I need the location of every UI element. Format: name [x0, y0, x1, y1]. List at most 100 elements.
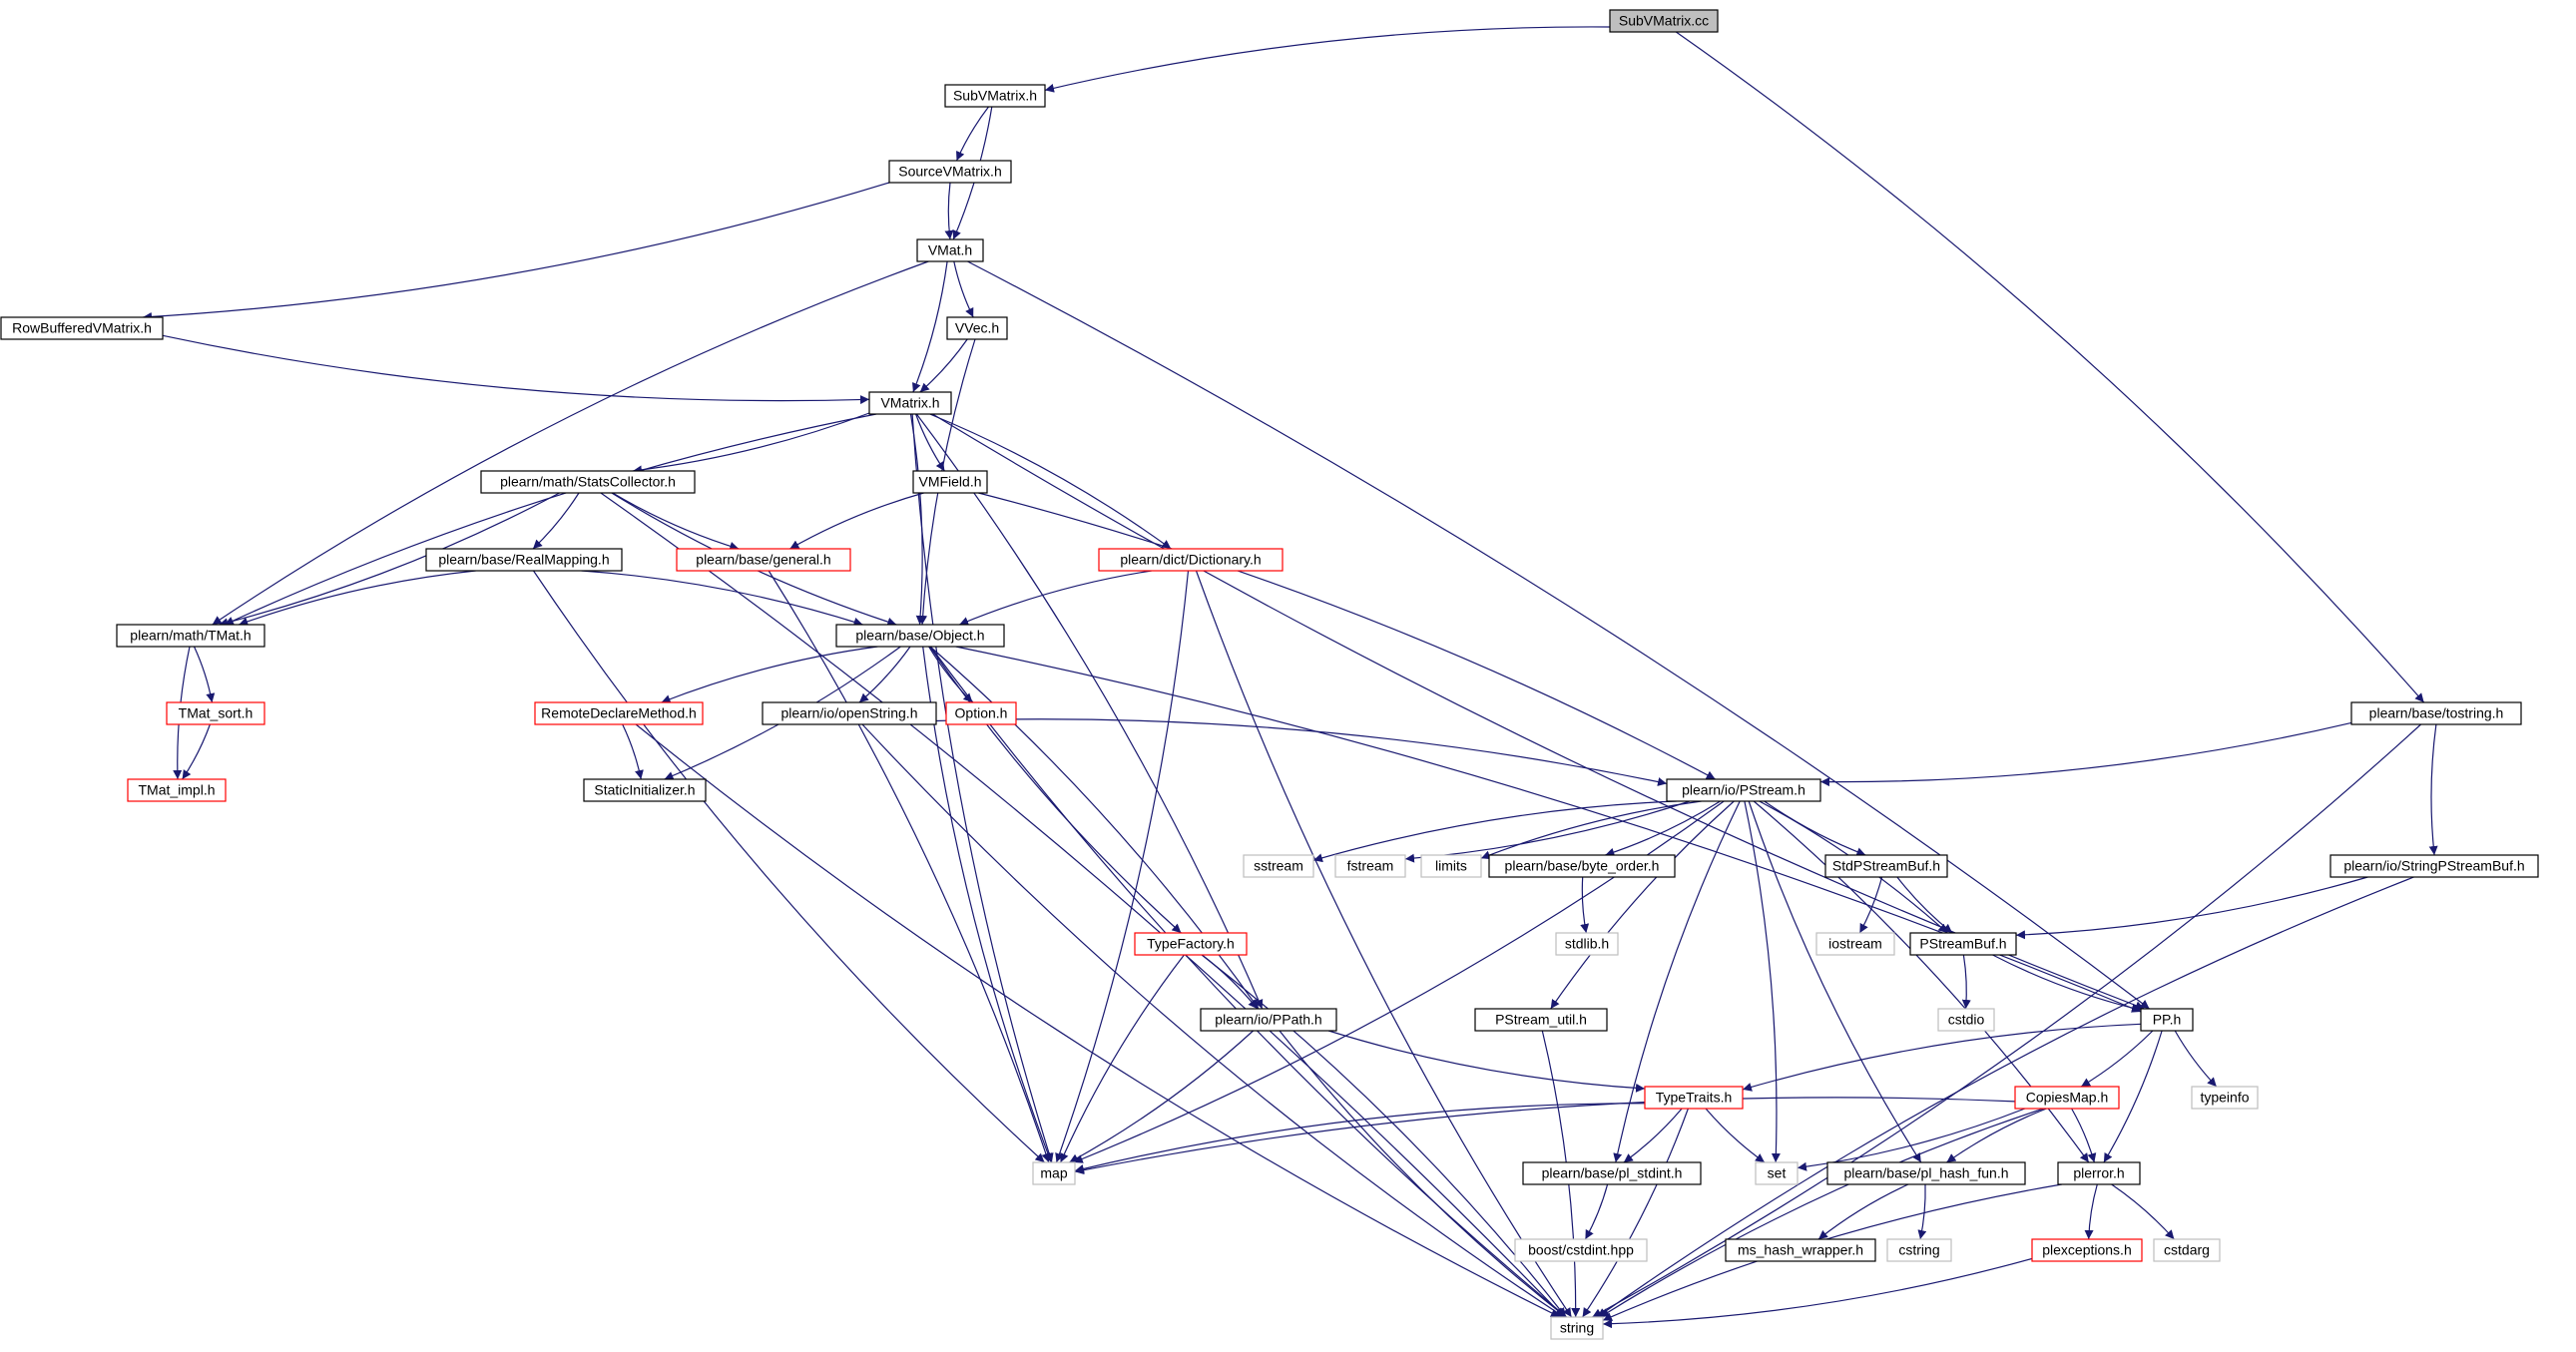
node-map[interactable]: map [1032, 1161, 1076, 1185]
edge-rowbuffered_h-to-vmatrix_h [162, 334, 870, 405]
nodes-layer: SubVMatrix.ccSubVMatrix.hSourceVMatrix.h… [0, 9, 2539, 1340]
node-cstdarg[interactable]: cstdarg [2153, 1238, 2221, 1262]
node-label: plearn/base/general.h [696, 552, 830, 568]
node-tmat-impl-h[interactable]: TMat_impl.h [127, 778, 227, 802]
node-label: plearn/base/byte_order.h [1505, 858, 1660, 874]
node-stringpstreambuf-h[interactable]: plearn/io/StringPStreamBuf.h [2329, 854, 2539, 878]
node-vvec-h[interactable]: VVec.h [946, 316, 1008, 340]
edge-subvmatrix_cc-to-tostring_h [1675, 31, 2425, 703]
node-typetraits-h[interactable]: TypeTraits.h [1644, 1086, 1744, 1110]
node-string[interactable]: string [1550, 1316, 1604, 1340]
node-box [1420, 854, 1482, 878]
node-vmatrix-h[interactable]: VMatrix.h [868, 391, 952, 415]
node-box [2140, 1008, 2194, 1032]
node-box [1609, 9, 1719, 33]
node-pl-stdint-h[interactable]: plearn/base/pl_stdint.h [1522, 1161, 1702, 1185]
edge-tmat_h-to-tmat_sort_h [193, 646, 216, 703]
edge-tostring_h-to-pstream_h [1819, 721, 2352, 787]
node-boost-cstdint[interactable]: boost/cstdint.hpp [1514, 1238, 1648, 1262]
edge-object_h-to-option_h [928, 646, 973, 703]
edge-pl_hash_fun_h-to-cstring [1917, 1183, 1927, 1240]
node-pstream-h[interactable]: plearn/io/PStream.h [1666, 778, 1821, 802]
node-box [1824, 854, 1948, 878]
node-label: PStreamBuf.h [1919, 936, 2006, 952]
node-box [1200, 1008, 1337, 1032]
edge-dictionary_h-to-string [1195, 570, 1573, 1318]
node-label: sstream [1254, 858, 1303, 874]
node-box [1755, 1161, 1799, 1185]
node-sourcevmatrix-h[interactable]: SourceVMatrix.h [888, 160, 1012, 184]
edge-pstream_h-to-set [1744, 800, 1781, 1163]
node-statscollector-h[interactable]: plearn/math/StatsCollector.h [480, 470, 696, 494]
node-plexceptions-h[interactable]: plexceptions.h [2031, 1238, 2143, 1262]
edge-plerror_h-to-plexceptions_h [2084, 1183, 2098, 1240]
node-tmat-sort-h[interactable]: TMat_sort.h [166, 701, 265, 725]
node-box [1826, 1161, 2026, 1185]
node-label: PStream_util.h [1495, 1012, 1587, 1028]
edge-vmatrix_h-to-pp_h [932, 413, 2145, 1010]
edge-typetraits_h-to-pl_stdint_h [1623, 1108, 1683, 1163]
node-box [835, 624, 1005, 648]
node-subvmatrix-h[interactable]: SubVMatrix.h [944, 84, 1046, 108]
node-label: fstream [1347, 858, 1394, 874]
node-option-h[interactable]: Option.h [945, 701, 1017, 725]
node-label: plearn/dict/Dictionary.h [1120, 552, 1261, 568]
node-object-h[interactable]: plearn/base/Object.h [835, 624, 1005, 648]
edge-dictionary_h-to-map [1055, 570, 1190, 1163]
edge-vmatrix_h-to-statscollector_h [632, 412, 870, 475]
node-openstring-h[interactable]: plearn/io/openString.h [762, 701, 937, 725]
node-cstring[interactable]: cstring [1886, 1238, 1952, 1262]
node-tostring-h[interactable]: plearn/base/tostring.h [2350, 701, 2522, 725]
node-pl-hash-fun-h[interactable]: plearn/base/pl_hash_fun.h [1826, 1161, 2026, 1185]
node-stdlib-h[interactable]: stdlib.h [1555, 932, 1619, 956]
node-limits[interactable]: limits [1420, 854, 1482, 878]
node-label: plearn/io/StringPStreamBuf.h [2343, 858, 2524, 874]
node-ppath-h[interactable]: plearn/io/PPath.h [1200, 1008, 1337, 1032]
node-label: TMat_sort.h [179, 705, 254, 721]
node-stdpstreambuf-h[interactable]: StdPStreamBuf.h [1824, 854, 1948, 878]
node-box [944, 84, 1046, 108]
node-cstdio[interactable]: cstdio [1937, 1008, 1995, 1032]
edge-openstring_h-to-pstream_h [935, 718, 1668, 786]
node-box [2031, 1238, 2143, 1262]
node-byteorder-h[interactable]: plearn/base/byte_order.h [1488, 854, 1676, 878]
edge-realmapping_h-to-map [533, 570, 1045, 1163]
node-label: typeinfo [2200, 1090, 2249, 1106]
node-box [1909, 932, 2017, 956]
node-plerror-h[interactable]: plerror.h [2057, 1161, 2141, 1185]
node-rowbuffered-h[interactable]: RowBufferedVMatrix.h [0, 316, 164, 340]
edge-vmat_h-to-vvec_h [953, 260, 974, 318]
node-subvmatrix-cc[interactable]: SubVMatrix.cc [1609, 9, 1719, 33]
node-label: TypeTraits.h [1656, 1090, 1733, 1106]
node-label: iostream [1828, 936, 1882, 952]
node-copiesmap-h[interactable]: CopiesMap.h [2014, 1086, 2120, 1110]
node-pp-h[interactable]: PP.h [2140, 1008, 2194, 1032]
node-remotedeclare-h[interactable]: RemoteDeclareMethod.h [534, 701, 704, 725]
node-vmat-h[interactable]: VMat.h [916, 238, 984, 262]
edge-sourcevmatrix_h-to-rowbuffered_h [142, 182, 890, 321]
edge-pstream_h-to-sstream [1312, 800, 1677, 863]
node-dictionary-h[interactable]: plearn/dict/Dictionary.h [1098, 548, 1284, 572]
node-general-h[interactable]: plearn/base/general.h [676, 548, 851, 572]
node-box [1886, 1238, 1952, 1262]
node-pstream-util-h[interactable]: PStream_util.h [1474, 1008, 1608, 1032]
node-staticinit-h[interactable]: StaticInitializer.h [583, 778, 707, 802]
node-set[interactable]: set [1755, 1161, 1799, 1185]
node-typefactory-h[interactable]: TypeFactory.h [1134, 932, 1248, 956]
node-label: plerror.h [2073, 1165, 2124, 1181]
node-label: plearn/base/pl_stdint.h [1542, 1165, 1683, 1181]
node-pstreambuf-h[interactable]: PStreamBuf.h [1909, 932, 2017, 956]
node-tmat-h[interactable]: plearn/math/TMat.h [116, 624, 265, 648]
node-typeinfo[interactable]: typeinfo [2191, 1086, 2259, 1110]
node-label: plearn/math/StatsCollector.h [500, 474, 676, 490]
node-label: VMField.h [918, 474, 981, 490]
edge-pstream_h-to-pstream_util_h [1550, 800, 1735, 1010]
node-realmapping-h[interactable]: plearn/base/RealMapping.h [425, 548, 623, 572]
node-sstream[interactable]: sstream [1243, 854, 1314, 878]
node-vmfield-h[interactable]: VMField.h [912, 470, 988, 494]
node-fstream[interactable]: fstream [1334, 854, 1406, 878]
node-iostream[interactable]: iostream [1815, 932, 1895, 956]
node-ms-hash-wrapper-h[interactable]: ms_hash_wrapper.h [1725, 1238, 1876, 1262]
node-box [534, 701, 704, 725]
node-label: StaticInitializer.h [594, 782, 695, 798]
